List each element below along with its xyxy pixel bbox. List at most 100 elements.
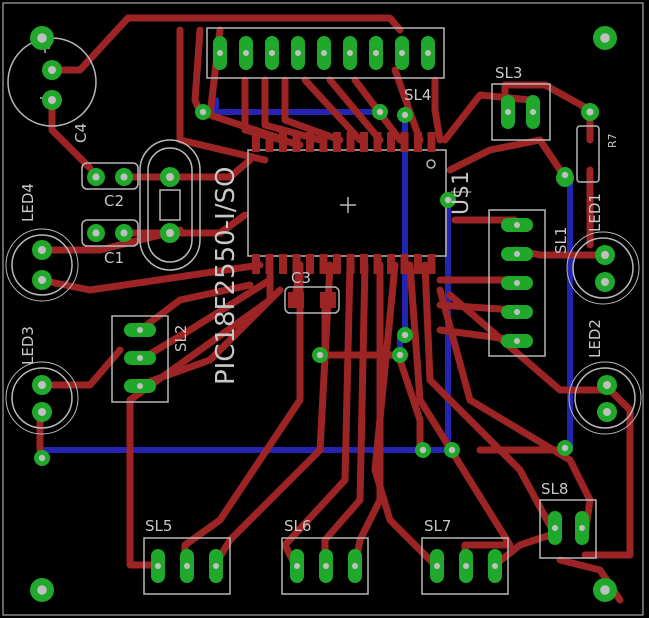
mcu-pin-bottom-5: [306, 254, 314, 274]
sl1-pin-3-drill: [514, 280, 520, 286]
led2-pad-1-drill: [603, 381, 611, 389]
label-c2: C2: [104, 192, 124, 210]
led4-pad-1-drill: [38, 246, 46, 254]
mounting-hole-3-drill: [37, 585, 47, 595]
sl8-outline: [539, 499, 597, 559]
sl2-pin-1-drill: [137, 327, 143, 333]
label-sl2: SL2: [172, 325, 190, 352]
c3-outline: [284, 286, 340, 314]
mcu-pin-bottom-6: [319, 254, 328, 274]
sl4-pin-6-drill: [347, 50, 353, 56]
sl7-pin-1-drill: [434, 563, 440, 569]
r7-outline: [576, 125, 600, 183]
crystal-outline: [139, 139, 201, 271]
mcu-pin-top-1: [252, 132, 260, 152]
sl4-pin-5-drill: [321, 50, 327, 56]
led3-outline: [11, 367, 73, 429]
label-sl7: SL7: [424, 517, 451, 535]
mcu-pin-top-10: [373, 132, 382, 152]
mcu-pin-top-4: [292, 132, 301, 152]
label-led3: LED3: [19, 326, 37, 365]
mcu-pin-top-8: [346, 132, 355, 152]
mcu-pin-top-11: [387, 132, 395, 152]
label-sl3: SL3: [495, 64, 522, 82]
c2-pad-1-drill: [92, 173, 100, 181]
label-mcu: PIC18F2550-I/SO: [211, 167, 241, 386]
silkscreen-labels: C4 C2 C1 C3 LED4 LED3 LED1 LED2 SL1 SL2 …: [19, 64, 619, 535]
bottom-traces: [39, 97, 573, 455]
sl1-pin-1-drill: [514, 222, 520, 228]
c3-pad-2: [320, 292, 336, 308]
mcu-pin-top-9: [360, 132, 368, 152]
led4-pad-2-drill: [38, 276, 46, 284]
pads: [30, 26, 617, 602]
mcu-outline: [247, 149, 447, 257]
top-traces: [36, 14, 634, 604]
sl2-pin-3-drill: [137, 383, 143, 389]
sl4-pin-2-drill: [243, 50, 249, 56]
via-6-drill: [396, 351, 404, 359]
sl3-pin-1-drill: [505, 109, 511, 115]
label-c4: C4: [72, 123, 90, 143]
mcu-pin-bottom-8: [346, 254, 355, 274]
mcu-pin-bottom-4: [292, 254, 301, 274]
mcu-pin-bottom-3: [279, 254, 287, 274]
mcu-pin-bottom-11: [387, 254, 395, 274]
c3-pad-1: [288, 292, 304, 308]
label-c1: C1: [104, 249, 124, 267]
mcu-pin-top-13: [414, 132, 422, 152]
mcu-pin-bottom-1: [252, 254, 260, 274]
sl1-outline: [488, 209, 546, 357]
mcu-pin-top-14: [427, 132, 436, 152]
sl6-pin-3-drill: [352, 563, 358, 569]
sl4-outline: [206, 27, 445, 79]
label-sl4: SL4: [404, 86, 431, 104]
mcu-pin-top-7: [333, 132, 341, 152]
label-led4: LED4: [19, 183, 37, 222]
led1-pad-2-drill: [601, 278, 609, 286]
mcu-pin-top-3: [279, 132, 287, 152]
mcu-pin-bottom-9: [360, 254, 368, 274]
led3-pad-1-drill: [38, 381, 46, 389]
sl6-pin-2-drill: [323, 563, 329, 569]
c4-pad-1-drill: [48, 66, 56, 74]
sl4-pin-4-drill: [295, 50, 301, 56]
label-sl6: SL6: [284, 517, 311, 535]
led1-pad-1-drill: [601, 251, 609, 259]
via-7-drill: [316, 351, 324, 359]
via-1-drill: [199, 108, 207, 116]
sl6-pin-1-drill: [294, 563, 300, 569]
label-led1: LED1: [586, 193, 604, 232]
sl1-pin-5-drill: [514, 338, 520, 344]
sl4-pin-8-drill: [399, 50, 405, 56]
led2-outline: [574, 367, 636, 429]
mounting-hole-4-drill: [600, 585, 610, 595]
mounting-hole-2-drill: [600, 33, 610, 43]
label-led2: LED2: [586, 319, 604, 358]
sl2-pin-2-drill: [137, 355, 143, 361]
sl5-pin-2-drill: [184, 563, 190, 569]
label-sl5: SL5: [145, 517, 172, 535]
sl8-pin-1-drill: [552, 525, 558, 531]
via-10-drill: [448, 446, 456, 454]
sl4-pin-1-drill: [217, 50, 223, 56]
r7-pad-1-drill: [586, 108, 594, 116]
sl5-pin-1-drill: [155, 563, 161, 569]
c1-pad-2-drill: [120, 229, 128, 237]
sl7-outline: [421, 537, 509, 595]
sl3-outline: [491, 83, 551, 141]
sl4-pin-9-drill: [425, 50, 431, 56]
label-r7: R7: [606, 133, 619, 148]
mcu-pin-bottom-12: [400, 254, 409, 274]
sl7-pin-3-drill: [492, 563, 498, 569]
c2-outline: [81, 162, 139, 190]
via-8-drill: [38, 454, 46, 462]
c1-pad-1-drill: [92, 229, 100, 237]
via-9-drill: [419, 446, 427, 454]
via-5-drill: [401, 331, 409, 339]
mcu-pin-bottom-13: [414, 254, 422, 274]
led3-pad-2-drill: [38, 408, 46, 416]
c2-pad-2-drill: [120, 173, 128, 181]
